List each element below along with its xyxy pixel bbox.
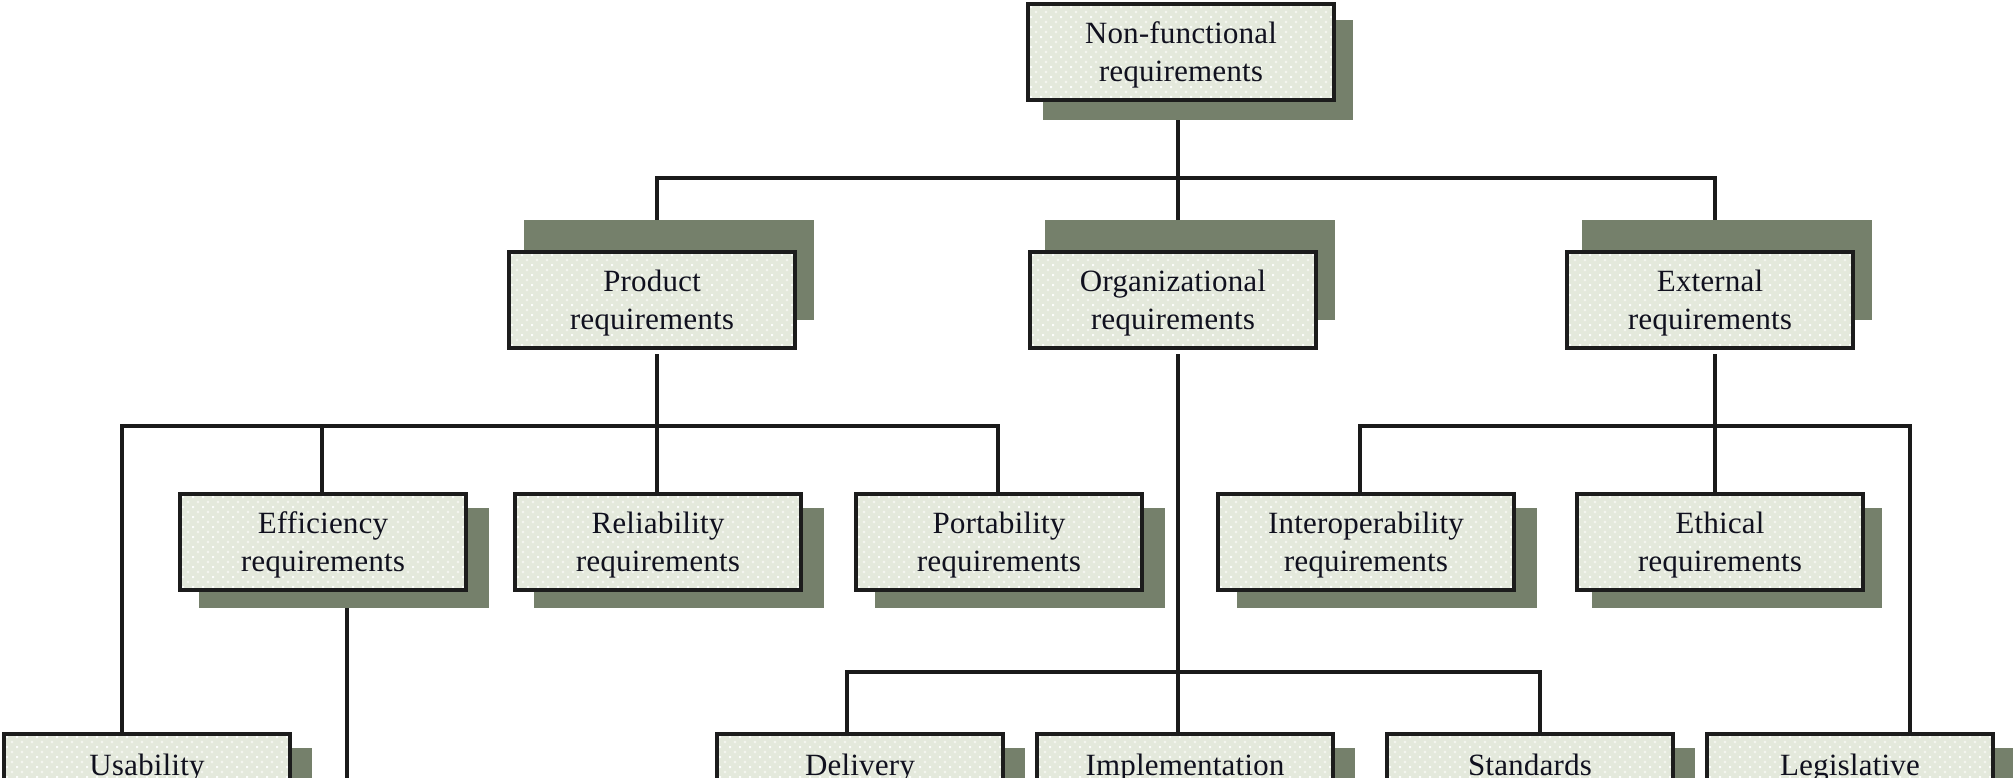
- node-label-line1: Organizational: [1079, 263, 1267, 299]
- node-label-line1: External: [1656, 263, 1764, 299]
- node-implementation-requirements[interactable]: Implementation: [1035, 732, 1335, 778]
- node-label-line2: requirements: [916, 543, 1082, 578]
- connector-drop-efficiency: [320, 424, 324, 494]
- connector-organizational-bus: [845, 670, 1542, 674]
- node-standards-requirements[interactable]: Standards: [1385, 732, 1675, 778]
- connector-drop-product: [655, 176, 659, 252]
- node-label-line2: requirements: [240, 543, 406, 578]
- node-label-line2: requirements: [569, 301, 735, 336]
- connector-drop-delivery: [845, 670, 849, 734]
- connector-root-stem: [1176, 98, 1180, 176]
- node-legislative-requirements[interactable]: Legislative: [1705, 732, 1995, 778]
- node-portability-requirements[interactable]: Portability requirements: [854, 492, 1144, 592]
- node-usability-requirements[interactable]: Usability: [2, 732, 292, 778]
- node-non-functional-requirements[interactable]: Non-functional requirements: [1026, 2, 1336, 102]
- node-label-line1: Delivery: [804, 747, 916, 778]
- connector-organizational-stem: [1176, 354, 1180, 672]
- node-label-line2: requirements: [1090, 301, 1256, 336]
- node-label-line2: requirements: [1098, 53, 1264, 88]
- node-label-line1: Portability: [932, 505, 1066, 541]
- connector-external-stem: [1713, 354, 1717, 426]
- node-label-line1: Product: [603, 263, 701, 299]
- node-label-line2: requirements: [1627, 301, 1793, 336]
- connector-drop-portability: [996, 424, 1000, 494]
- connector-drop-legislative: [1908, 424, 1912, 734]
- node-label-line1: Interoperability: [1267, 505, 1464, 541]
- connector-external-bus: [1358, 424, 1912, 428]
- node-label-line1: Non-functional: [1084, 15, 1278, 51]
- node-label-line1: Efficiency: [257, 505, 389, 541]
- node-external-requirements[interactable]: External requirements: [1565, 250, 1855, 350]
- node-label-line2: requirements: [1283, 543, 1449, 578]
- connector-drop-implementation: [1176, 670, 1180, 734]
- connector-drop-reliability: [655, 424, 659, 494]
- connector-level2-bus: [655, 176, 1717, 180]
- connector-product-bus: [120, 424, 1000, 428]
- node-label-line1: Reliability: [591, 505, 725, 541]
- node-efficiency-requirements[interactable]: Efficiency requirements: [178, 492, 468, 592]
- connector-drop-usability: [120, 424, 124, 734]
- connector-drop-organizational: [1176, 176, 1180, 252]
- connector-drop-standards: [1538, 670, 1542, 734]
- connector-product-stem: [655, 354, 659, 426]
- node-ethical-requirements[interactable]: Ethical requirements: [1575, 492, 1865, 592]
- node-product-requirements[interactable]: Product requirements: [507, 250, 797, 350]
- node-label-line1: Implementation: [1085, 747, 1285, 778]
- node-organizational-requirements[interactable]: Organizational requirements: [1028, 250, 1318, 350]
- node-label-line1: Usability: [89, 747, 205, 778]
- node-label-line1: Ethical: [1675, 505, 1765, 541]
- connector-drop-interoperability: [1358, 424, 1362, 494]
- node-label-line1: Standards: [1467, 747, 1593, 778]
- node-interoperability-requirements[interactable]: Interoperability requirements: [1216, 492, 1516, 592]
- connector-efficiency-stem: [345, 600, 349, 778]
- connector-drop-ethical: [1713, 424, 1717, 494]
- connector-drop-external: [1713, 176, 1717, 252]
- node-reliability-requirements[interactable]: Reliability requirements: [513, 492, 803, 592]
- node-label-line1: Legislative: [1780, 747, 1920, 778]
- node-label-line2: requirements: [1637, 543, 1803, 578]
- node-label-line2: requirements: [575, 543, 741, 578]
- node-delivery-requirements[interactable]: Delivery: [715, 732, 1005, 778]
